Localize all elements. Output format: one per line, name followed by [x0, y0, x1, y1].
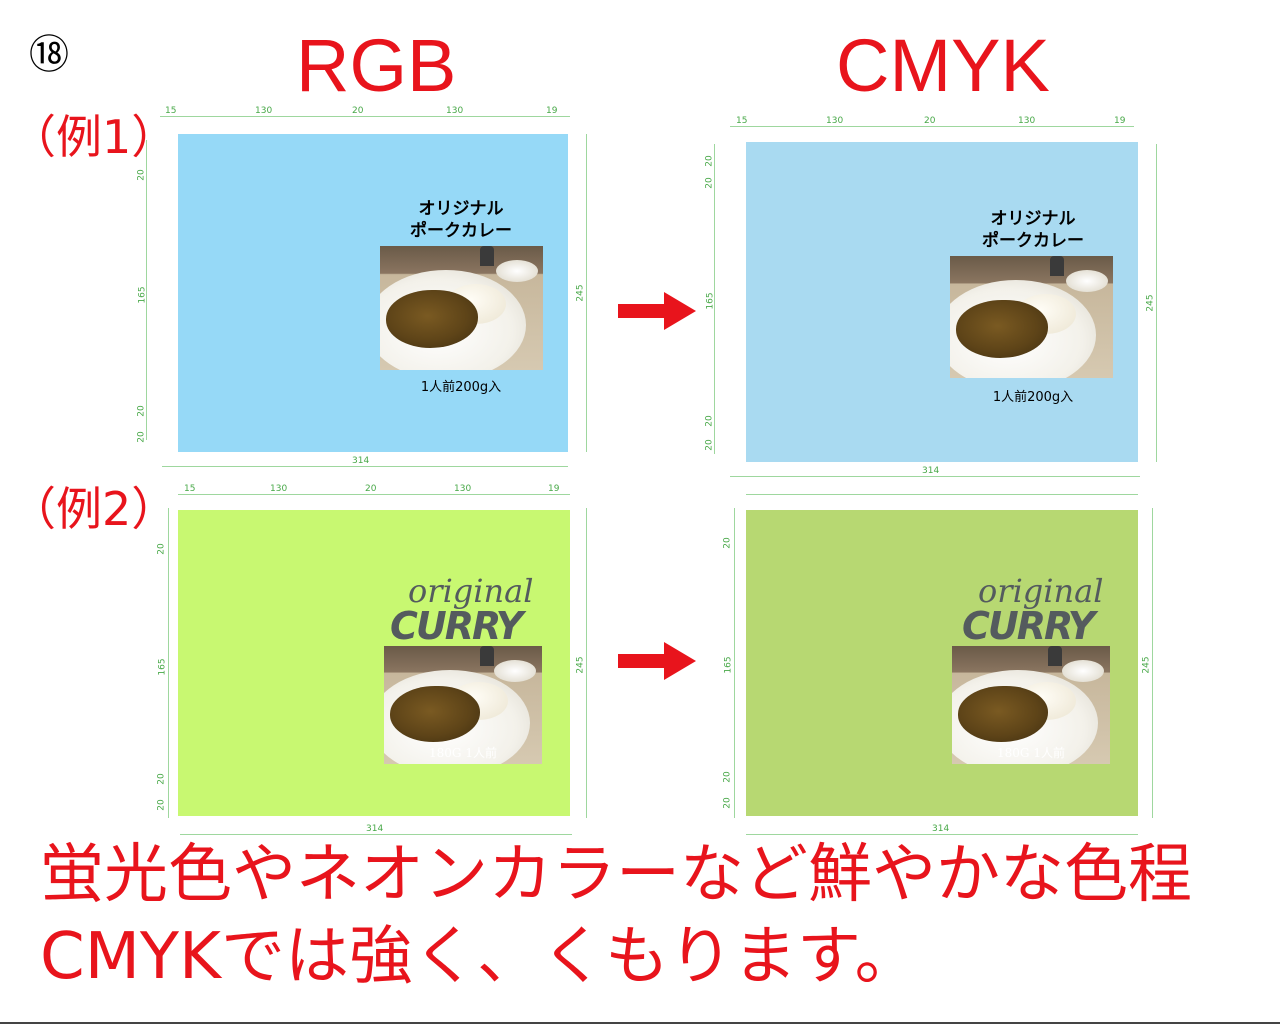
- dim-width-20: 20: [924, 116, 936, 126]
- dim-width-314: 314: [922, 466, 940, 476]
- product-title-line1: オリジナル: [418, 199, 504, 219]
- example-1-label: （例1）: [10, 110, 178, 164]
- dim-height-20a: 20: [704, 155, 715, 167]
- brand-wordmark: CURRY: [390, 604, 523, 648]
- dim-width-314: 314: [932, 824, 950, 834]
- photo-caption: 180G 1人前: [997, 746, 1065, 760]
- dim-width-15: 15: [736, 116, 748, 126]
- curry-photo: 180G 1人前: [952, 646, 1110, 764]
- dim-height-20c: 20: [722, 771, 733, 783]
- dim-width-130b: 130: [1018, 116, 1036, 126]
- dim-width-19: 19: [546, 106, 558, 116]
- dim-height-165: 165: [137, 286, 148, 304]
- product-title-line2: ポークカレー: [410, 221, 512, 241]
- dim-width-314: 314: [366, 824, 384, 834]
- dim-height-20d: 20: [136, 431, 147, 443]
- dim-height-20c: 20: [136, 405, 147, 417]
- portion-text: 1人前200g入: [992, 390, 1074, 405]
- dim-height-165: 165: [705, 292, 716, 310]
- example-2-cmyk-board: 20 165 20 20 245 314 original CURRY 180G…: [716, 478, 1166, 848]
- dim-width-130: 130: [270, 484, 288, 494]
- dim-width-130: 130: [826, 116, 844, 126]
- rgb-header: RGB: [296, 24, 457, 107]
- dim-width-314: 314: [352, 456, 370, 466]
- curry-photo: 180G 1人前: [384, 646, 542, 764]
- arrow-right-icon: [618, 292, 696, 330]
- example-2-label: （例2）: [10, 482, 178, 536]
- product-title-line2: ポークカレー: [982, 231, 1084, 251]
- dim-height-20a: 20: [156, 543, 167, 555]
- curry-photo: [950, 256, 1113, 378]
- dim-height-20c: 20: [704, 415, 715, 427]
- cmyk-header: CMYK: [836, 24, 1050, 107]
- bottom-divider: [0, 1022, 1280, 1024]
- example-1-cmyk-board: 15 130 20 130 19 20 20 165 20 20 245 314…: [704, 110, 1166, 490]
- photo-caption: 180G 1人前: [429, 746, 497, 760]
- example-2-rgb-board: 15 130 20 130 19 20 165 20 20 245 314 or…: [150, 478, 600, 848]
- dim-width-15: 15: [184, 484, 196, 494]
- dim-width-130: 130: [255, 106, 273, 116]
- portion-text: 1人前200g入: [420, 380, 502, 395]
- dim-width-130b: 130: [446, 106, 464, 116]
- dim-height-20a: 20: [722, 537, 733, 549]
- dim-height-245: 245: [575, 656, 586, 674]
- dim-width-130b: 130: [454, 484, 472, 494]
- dim-height-245: 245: [575, 284, 586, 302]
- step-number-badge: ⑱: [29, 32, 69, 78]
- dim-height-245: 245: [1141, 656, 1152, 674]
- brand-wordmark: CURRY: [962, 604, 1095, 648]
- dim-height-165: 165: [157, 658, 168, 676]
- dim-width-19: 19: [1114, 116, 1126, 126]
- dim-height-20d: 20: [156, 799, 167, 811]
- product-title-line1: オリジナル: [990, 209, 1076, 229]
- dim-height-20d: 20: [704, 439, 715, 451]
- example-1-rgb-board: 15 130 20 130 19 20 165 20 20 245 314 オリ…: [136, 100, 600, 480]
- arrow-right-icon: [618, 642, 696, 680]
- footer-line-2: CMYKでは強く、くもります。: [40, 920, 919, 994]
- brand-script: original: [978, 572, 1104, 610]
- footer-line-1: 蛍光色やネオンカラーなど鮮やかな色程: [40, 838, 1192, 912]
- dim-height-20c: 20: [156, 773, 167, 785]
- dim-height-245: 245: [1145, 294, 1156, 312]
- dim-width-19: 19: [548, 484, 560, 494]
- dim-height-20a: 20: [136, 169, 147, 181]
- dim-width-20: 20: [352, 106, 364, 116]
- dim-height-20d: 20: [722, 797, 733, 809]
- brand-script: original: [408, 572, 534, 610]
- dim-width-15: 15: [165, 106, 177, 116]
- dim-height-165: 165: [723, 656, 734, 674]
- dim-height-20b: 20: [704, 177, 715, 189]
- curry-photo: [380, 246, 543, 370]
- dim-width-20: 20: [365, 484, 377, 494]
